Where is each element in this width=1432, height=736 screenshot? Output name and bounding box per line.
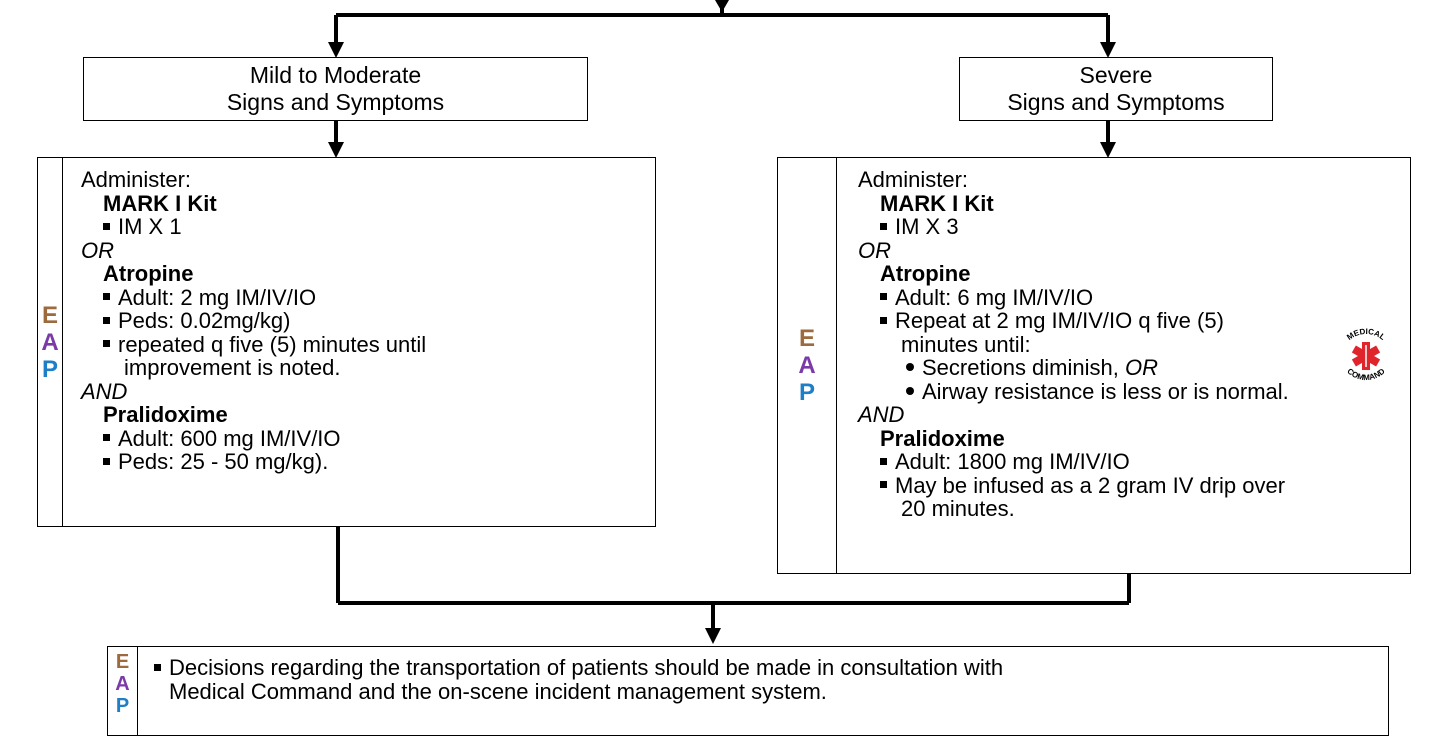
svg-text:MEDICAL: MEDICAL xyxy=(1345,327,1387,342)
mark-dose-item: IM X 1 xyxy=(81,215,426,239)
severe-treatment-box: E A P Administer: MARK I Kit IM X 3 OR A… xyxy=(777,157,1411,574)
eap-letter-a: A xyxy=(41,328,59,356)
atropine-repeat-continuation: minutes until: xyxy=(901,331,1031,357)
mark-kit-heading: MARK I Kit xyxy=(880,190,994,216)
atropine-repeat-text: repeated q five (5) minutes until xyxy=(118,331,427,357)
right-title-arrowhead xyxy=(1100,42,1116,58)
eap-letter-a: A xyxy=(115,673,130,695)
pralidoxime-heading: Pralidoxime xyxy=(880,425,1005,451)
top-arrowhead xyxy=(715,0,729,12)
severe-content: Administer: MARK I Kit IM X 3 OR Atropin… xyxy=(858,168,1289,521)
eap-letter-e: E xyxy=(41,301,58,329)
atropine-peds-item: Peds: 0.02mg/kg) xyxy=(81,309,426,333)
severe-title-line2: Signs and Symptoms xyxy=(1007,89,1225,115)
bullet-dot-icon xyxy=(906,363,914,372)
eap-letter-p: P xyxy=(115,695,130,717)
eap-letter-p: P xyxy=(798,379,815,406)
pralidoxime-adult-text: Adult: 1800 mg IM/IV/IO xyxy=(895,449,1130,474)
transport-decision-text-line1: Decisions regarding the transportation o… xyxy=(169,655,1004,680)
and-connector: AND xyxy=(858,402,905,427)
pralidoxime-heading: Pralidoxime xyxy=(103,402,228,427)
bullet-square-icon xyxy=(103,222,110,230)
or-connector: OR xyxy=(81,237,114,263)
infuse-item: May be infused as a 2 gram IV drip over xyxy=(858,472,1289,498)
svg-text:COMMAND: COMMAND xyxy=(1345,367,1386,383)
transport-decision-item: Decisions regarding the transportation o… xyxy=(154,656,1003,680)
bullet-square-icon xyxy=(880,222,887,230)
mild-moderate-title-line2: Signs and Symptoms xyxy=(226,89,445,115)
administer-label: Administer: xyxy=(81,167,192,192)
eap-letter-a: A xyxy=(798,352,816,379)
severe-title-line1: Severe xyxy=(1079,62,1153,88)
secretions-item: Secretions diminish, OR xyxy=(858,356,1289,380)
infuse-continuation: 20 minutes. xyxy=(901,496,1015,521)
atropine-peds-text: Peds: 0.02mg/kg) xyxy=(118,308,291,333)
bullet-square-icon xyxy=(103,340,110,348)
transport-decision-content: Decisions regarding the transportation o… xyxy=(154,656,1003,703)
bullet-square-icon xyxy=(154,663,161,671)
eap-indicator-bottom: E A P xyxy=(108,647,138,735)
atropine-repeat-continuation: improvement is noted. xyxy=(124,355,341,380)
bullet-square-icon xyxy=(880,481,887,489)
transport-decision-box: E A P Decisions regarding the transporta… xyxy=(107,646,1389,736)
atropine-adult-text: Adult: 6 mg IM/IV/IO xyxy=(895,284,1094,310)
atropine-heading: Atropine xyxy=(103,261,194,286)
atropine-adult-item: Adult: 2 mg IM/IV/IO xyxy=(81,284,426,310)
airway-text: Airway resistance is less or is normal. xyxy=(922,378,1289,404)
pralidoxime-peds-text: Peds: 25 - 50 mg/kg). xyxy=(118,449,329,474)
badge-bottom-text: COMMAND xyxy=(1345,367,1386,383)
transport-decision-text-line2: Medical Command and the on-scene inciden… xyxy=(169,678,827,704)
left-box-arrowhead xyxy=(328,142,344,158)
airway-item: Airway resistance is less or is normal. xyxy=(858,378,1289,404)
infuse-text: May be infused as a 2 gram IV drip over xyxy=(895,472,1286,498)
pralidoxime-peds-item: Peds: 25 - 50 mg/kg). xyxy=(81,450,426,474)
bullet-square-icon xyxy=(880,457,887,465)
atropine-adult-item: Adult: 6 mg IM/IV/IO xyxy=(858,284,1289,310)
mark-dose-text: IM X 1 xyxy=(118,214,182,239)
bullet-square-icon xyxy=(103,293,110,301)
bullet-square-icon xyxy=(103,457,110,465)
secretions-or: OR xyxy=(1124,355,1158,380)
eap-letter-p: P xyxy=(41,355,58,383)
bullet-square-icon xyxy=(880,316,887,324)
bullet-square-icon xyxy=(880,293,887,301)
right-box-arrowhead xyxy=(1100,142,1116,158)
atropine-heading: Atropine xyxy=(880,261,971,286)
pralidoxime-adult-item: Adult: 600 mg IM/IV/IO xyxy=(81,425,426,451)
eap-letter-e: E xyxy=(798,325,815,352)
mild-moderate-title-line1: Mild to Moderate xyxy=(249,62,422,88)
bullet-square-icon xyxy=(103,316,110,324)
mild-moderate-content: Administer: MARK I Kit IM X 1 OR Atropin… xyxy=(81,168,426,474)
bottom-arrowhead xyxy=(705,628,721,644)
atropine-adult-text: Adult: 2 mg IM/IV/IO xyxy=(118,284,317,310)
administer-label: Administer: xyxy=(858,167,969,192)
pralidoxime-adult-text: Adult: 600 mg IM/IV/IO xyxy=(118,425,341,451)
mark-dose-text: IM X 3 xyxy=(895,214,959,239)
severe-title-box: Severe Signs and Symptoms xyxy=(959,57,1273,121)
mark-kit-heading: MARK I Kit xyxy=(103,190,217,216)
left-title-arrowhead xyxy=(328,42,344,58)
and-connector: AND xyxy=(81,378,128,404)
medical-command-icon: MEDICAL COMMAND xyxy=(1345,327,1387,383)
eap-letter-e: E xyxy=(115,651,130,673)
eap-indicator-left: E A P xyxy=(38,158,63,526)
pralidoxime-adult-item: Adult: 1800 mg IM/IV/IO xyxy=(858,450,1289,474)
eap-indicator-right: E A P xyxy=(778,158,837,573)
mark-dose-item: IM X 3 xyxy=(858,215,1289,239)
mild-moderate-title-box: Mild to Moderate Signs and Symptoms xyxy=(83,57,588,121)
badge-top-text: MEDICAL xyxy=(1345,327,1387,342)
atropine-repeat-item: Repeat at 2 mg IM/IV/IO q five (5) xyxy=(858,309,1289,333)
bullet-dot-icon xyxy=(906,386,914,395)
or-connector: OR xyxy=(858,237,891,263)
atropine-repeat-text: Repeat at 2 mg IM/IV/IO q five (5) xyxy=(895,308,1224,333)
secretions-text: Secretions diminish, xyxy=(922,355,1125,380)
atropine-repeat-item: repeated q five (5) minutes until xyxy=(81,331,427,357)
bullet-square-icon xyxy=(103,434,110,442)
mild-moderate-treatment-box: E A P Administer: MARK I Kit IM X 1 OR A… xyxy=(37,157,656,527)
